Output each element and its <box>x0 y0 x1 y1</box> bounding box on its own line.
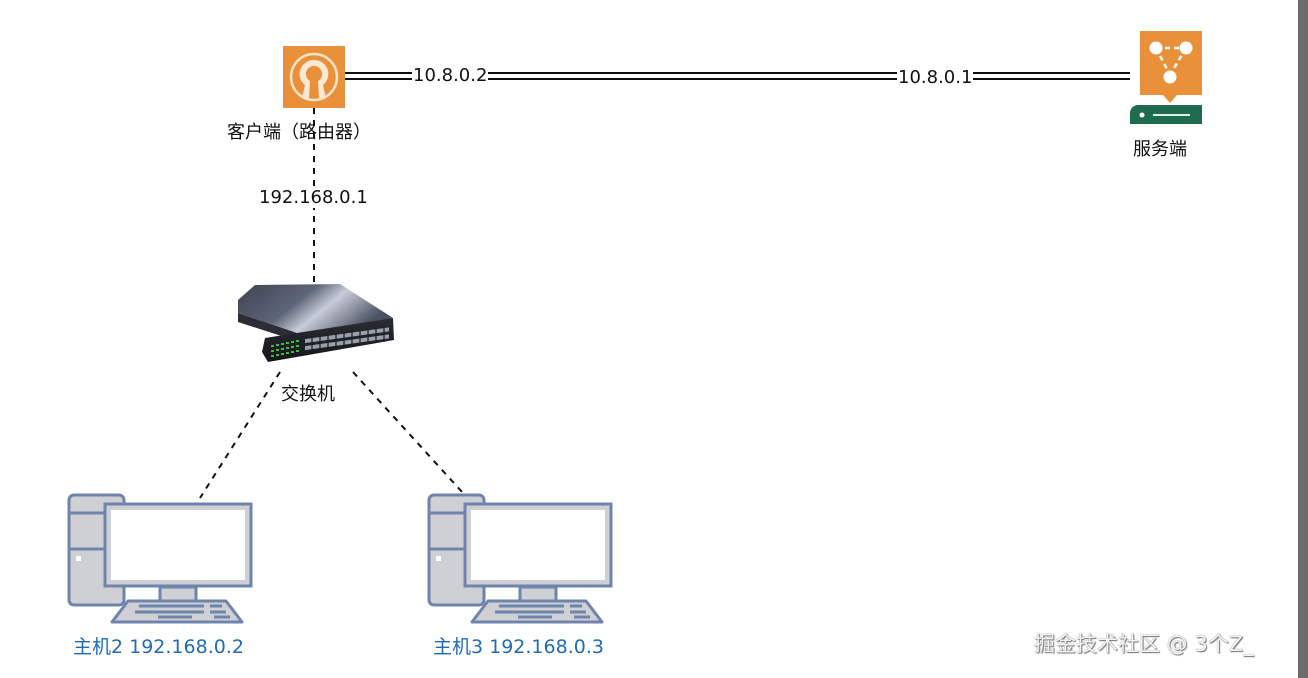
switch-host2-edge <box>199 371 281 499</box>
desktop-computer-icon-host2 <box>67 493 253 624</box>
host2-label: 主机2 192.168.0.2 <box>73 636 244 658</box>
server-label: 服务端 <box>1133 139 1187 160</box>
host3-label: 主机3 192.168.0.3 <box>433 636 604 658</box>
client-lan-ip-label: 192.168.0.1 <box>258 187 369 208</box>
vpn-server-network-icon <box>1130 31 1202 124</box>
tunnel-server-ip-label: 10.8.0.1 <box>897 67 974 88</box>
tunnel-client-ip-label: 10.8.0.2 <box>412 65 489 86</box>
switch-label: 交换机 <box>281 384 335 405</box>
network-switch-icon <box>238 284 394 362</box>
watermark-text: 掘金技术社区 @ 3个Z_ <box>1034 632 1254 656</box>
switch-host3-edge <box>352 371 464 494</box>
openvpn-keyhole-icon <box>283 46 345 108</box>
desktop-computer-icon-host3 <box>427 493 613 624</box>
client-router-label: 客户端（路由器） <box>227 122 371 143</box>
right-edge-bar <box>1298 0 1308 678</box>
